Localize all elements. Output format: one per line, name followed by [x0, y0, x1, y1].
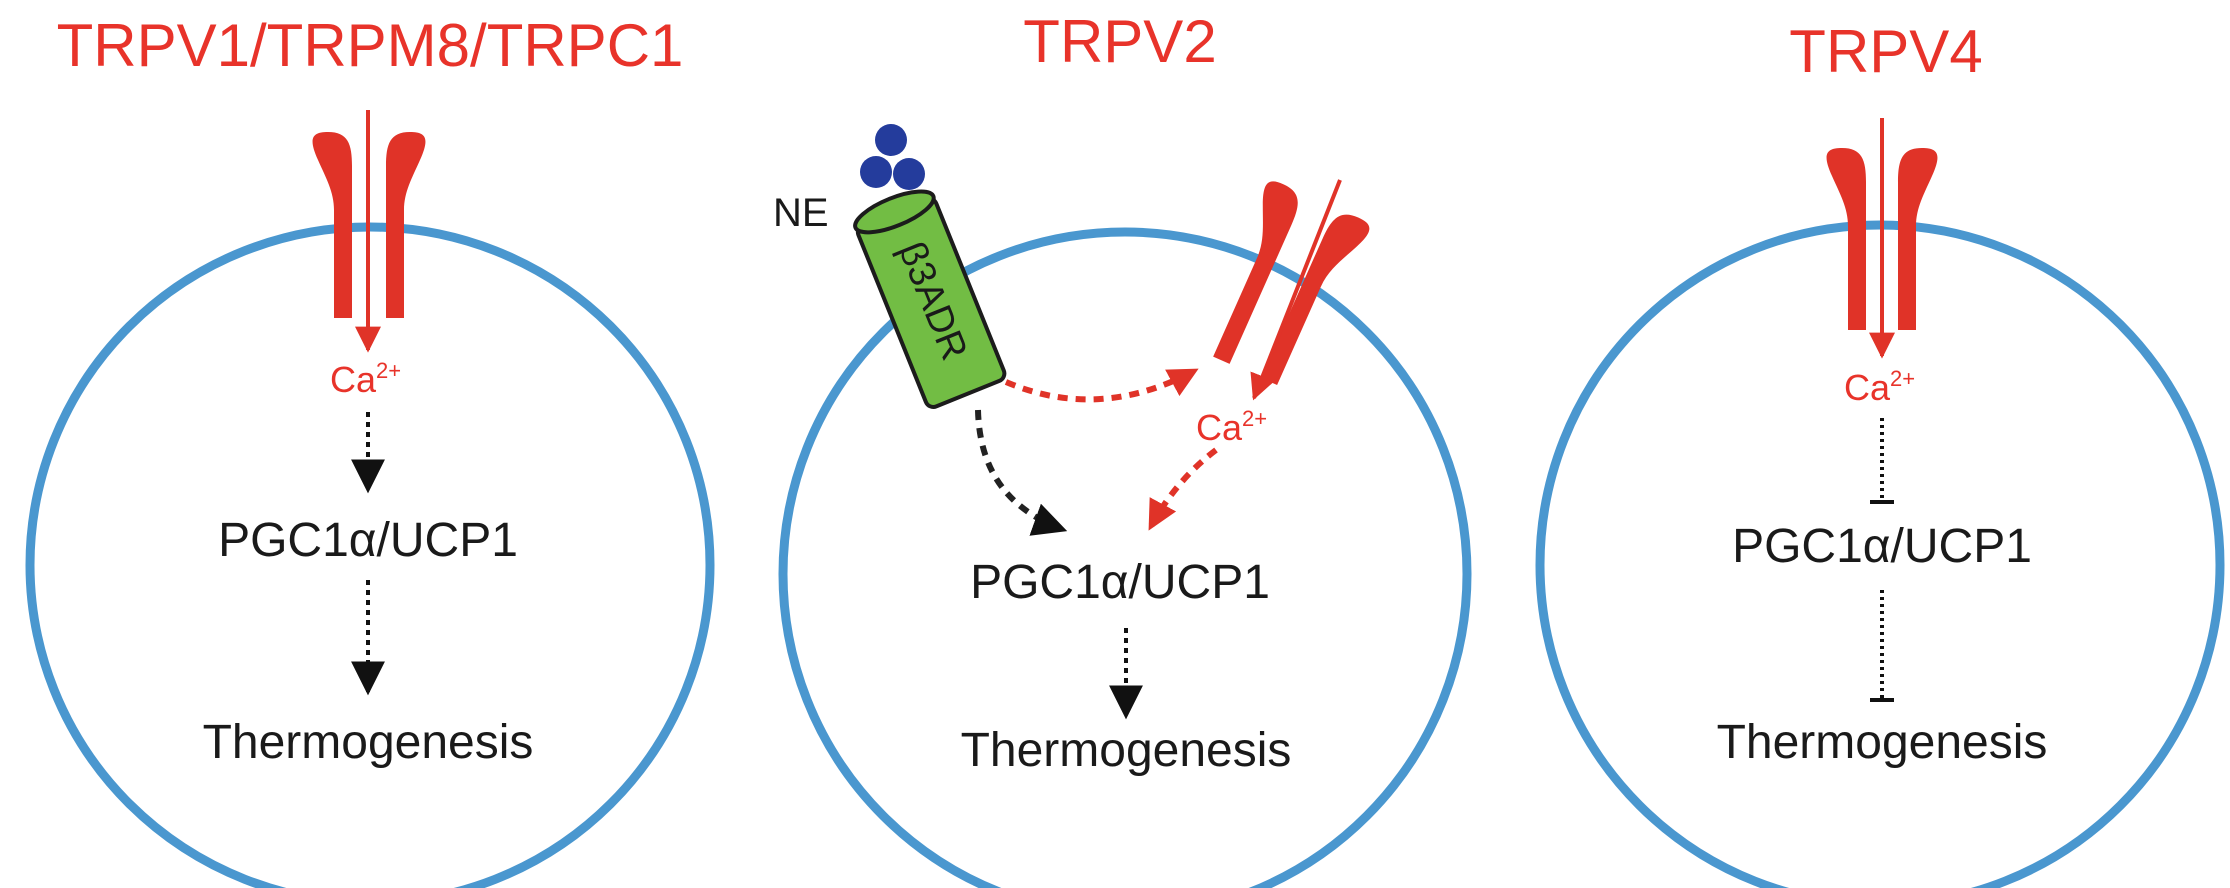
- panel-title: TRPV4: [1789, 18, 1982, 85]
- inhibition-arrow: [1870, 590, 1894, 702]
- ion-channel-icon: [312, 132, 426, 318]
- calcium-to-target-arrow: [1147, 447, 1218, 531]
- target-label: PGC1α/UCP1: [218, 514, 518, 567]
- target-label: PGC1α/UCP1: [1732, 520, 2032, 573]
- ion-channel-icon: [1213, 181, 1370, 386]
- ligand-label: NE: [773, 191, 829, 235]
- receptor-icon: β3ADR: [853, 189, 1007, 409]
- calcium-influx-arrow: [1250, 179, 1342, 401]
- panel-title: TRPV1/TRPM8/TRPC1: [57, 12, 684, 79]
- norepinephrine-molecules-icon: [860, 124, 925, 190]
- receptor-to-target-arrow: [975, 409, 1068, 536]
- panel-title: TRPV2: [1023, 8, 1216, 75]
- receptor-to-channel-arrow: [1004, 367, 1199, 403]
- calcium-ion-label: Ca2+: [330, 358, 401, 400]
- target-label: PGC1α/UCP1: [970, 556, 1270, 609]
- panel-trpv4: TRPV4 Ca2+ PGC1α/UCP1 Thermogenesis: [1535, 18, 2225, 888]
- outcome-label: Thermogenesis: [961, 724, 1292, 777]
- panel-trpv1: TRPV1/TRPM8/TRPC1 Ca2+ PGC1α/UCP1 Thermo…: [25, 12, 715, 888]
- cell-membrane: [778, 227, 1472, 888]
- panel-trpv2: TRPV2 NE β3ADR Ca2+ PGC1α/UCP1 Th: [773, 8, 1472, 888]
- outcome-label: Thermogenesis: [1717, 716, 2048, 769]
- calcium-ion-label: Ca2+: [1844, 366, 1915, 408]
- ion-channel-icon: [1826, 148, 1938, 330]
- outcome-label: Thermogenesis: [203, 716, 534, 769]
- inhibition-arrow: [1870, 418, 1894, 504]
- calcium-ion-label: Ca2+: [1196, 406, 1267, 448]
